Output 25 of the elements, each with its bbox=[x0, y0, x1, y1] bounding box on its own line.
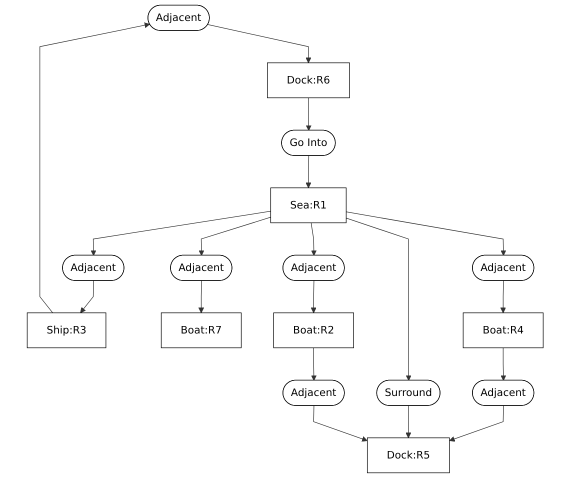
arrow bbox=[314, 405, 368, 442]
arrow bbox=[311, 347, 318, 381]
arrow bbox=[346, 212, 507, 256]
arrow bbox=[346, 218, 412, 381]
arrow bbox=[40, 22, 150, 314]
node-box: Dock:R6 bbox=[267, 62, 350, 98]
arrow bbox=[198, 216, 272, 256]
arrow bbox=[406, 405, 412, 438]
node-box: Boat:R7 bbox=[161, 312, 242, 348]
arrow bbox=[198, 280, 204, 314]
arrow bbox=[500, 280, 506, 314]
node-box: Dock:R5 bbox=[367, 438, 450, 474]
arrow bbox=[80, 280, 94, 314]
node-box: Sea:R1 bbox=[270, 188, 347, 224]
arrow bbox=[306, 97, 312, 131]
arrow bbox=[500, 347, 507, 381]
arrow bbox=[311, 222, 318, 256]
arrow bbox=[306, 155, 312, 188]
arrow bbox=[311, 280, 317, 314]
arrow bbox=[450, 405, 504, 442]
arrow bbox=[208, 24, 312, 64]
arrow bbox=[90, 210, 272, 256]
node-box: Boat:R2 bbox=[274, 312, 354, 348]
node-box: Boat:R4 bbox=[463, 312, 544, 348]
node-box: Ship:R3 bbox=[27, 312, 107, 348]
